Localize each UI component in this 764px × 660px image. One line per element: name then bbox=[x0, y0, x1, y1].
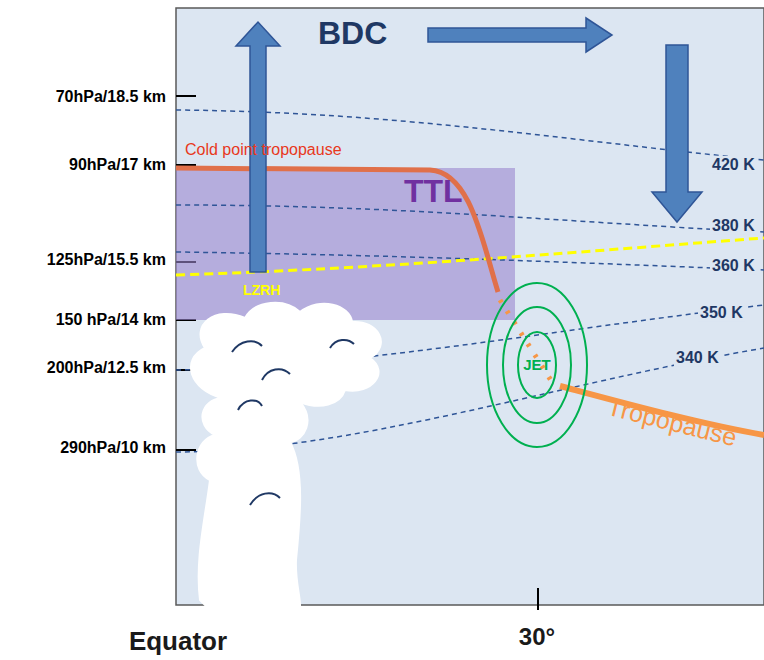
axis-label: Equator bbox=[129, 627, 227, 657]
region-label: JET bbox=[523, 357, 551, 374]
isentrope-label: 350 K bbox=[698, 304, 745, 322]
axis-label: 70hPa/18.5 km bbox=[56, 88, 166, 106]
jet-contours bbox=[487, 283, 587, 447]
panel-ground bbox=[176, 8, 764, 605]
convective-cloud bbox=[191, 303, 381, 605]
isentrope-label: 340 K bbox=[674, 349, 721, 367]
region-label: TTL bbox=[404, 174, 463, 209]
ttl-region: TTL bbox=[176, 168, 515, 320]
axis-label: 30° bbox=[519, 623, 555, 651]
axis-label: 150 hPa/14 km bbox=[56, 311, 166, 329]
circulation-label: BDC bbox=[318, 15, 387, 52]
line-label: LZRH bbox=[243, 282, 280, 298]
isentrope-label: 360 K bbox=[710, 257, 757, 275]
axis-label: 90hPa/17 km bbox=[69, 156, 166, 174]
isentrope-label: 420 K bbox=[710, 156, 757, 174]
axis-ticks bbox=[176, 96, 538, 610]
jet-region: JET bbox=[487, 283, 587, 447]
axis-label: 125hPa/15.5 km bbox=[47, 251, 166, 269]
axis-label: 200hPa/12.5 km bbox=[47, 359, 166, 377]
cold-point-tropopause-line bbox=[176, 168, 498, 292]
axis-label: 290hPa/10 km bbox=[60, 439, 166, 457]
isentrope-label: 380 K bbox=[710, 217, 757, 235]
line-label: Cold point tropopause bbox=[185, 141, 342, 159]
ttl-band bbox=[176, 168, 515, 320]
tropopause-break bbox=[500, 300, 552, 382]
